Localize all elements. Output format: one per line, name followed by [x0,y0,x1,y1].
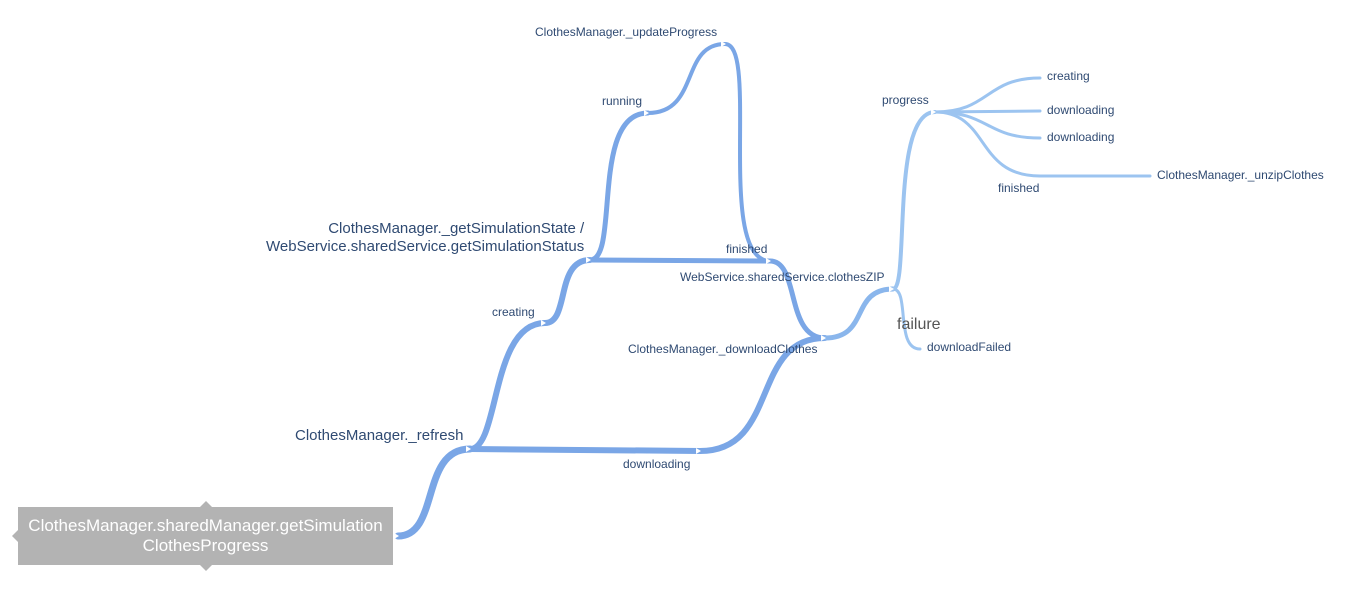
node-label-download-failed[interactable]: downloadFailed [927,340,1012,354]
node-label-clothes-zip[interactable]: WebService.sharedService.clothesZIP [680,270,885,284]
junction-marker [766,258,771,264]
node-label-refresh[interactable]: ClothesManager._refresh [295,427,464,444]
edge-root-to-refresh [394,445,474,540]
edge-progress-downloading-2 [933,110,1042,140]
junction-marker [931,109,936,115]
node-label-creating[interactable]: creating [1047,69,1090,83]
node-label-unzip-clothes[interactable]: ClothesManager._unzipClothes [1157,168,1324,182]
node-label-downloading-1[interactable]: downloading [1047,103,1115,117]
expand-down-icon [200,565,212,577]
edge-zip-failure [891,287,922,351]
node-label-get-simulation-state[interactable]: ClothesManager._getSimulationState / Web… [266,220,584,256]
edge-label-downloading: downloading [623,457,691,471]
edge-get-state-running [587,110,651,263]
edge-download-clothes-zip [822,286,896,341]
junction-marker [541,320,546,326]
edge-running-update-progress [646,42,727,115]
junction-marker [394,533,399,539]
node-label-update-progress[interactable]: ClothesManager._updateProgress [535,25,718,39]
root-label-line2: ClothesProgress [142,536,269,555]
edge-zip-progress [891,110,937,291]
junction-marker [466,446,471,452]
edge-label-finished: finished [726,242,768,256]
get-state-line1: ClothesManager._getSimulationState / [328,220,585,237]
node-label-downloading-2[interactable]: downloading [1047,130,1115,144]
expand-left-icon [6,530,18,542]
junction-marker [721,41,726,47]
get-state-line2: WebService.sharedService.getSimulationSt… [266,238,585,255]
edge-label-running: running [602,94,643,108]
junction-marker [644,110,649,116]
root-node[interactable]: ClothesManager.sharedManager.getSimulati… [12,501,393,571]
edge-label-progress: progress [882,93,929,107]
edge-downloading-download-clothes [697,335,828,454]
edge-label-creating: creating [492,305,535,319]
edge-progress-creating [933,76,1042,114]
junction-marker [889,286,894,292]
junction-markers [394,41,936,539]
edge-refresh-creating [467,320,548,452]
edge-update-progress-finished [723,42,772,263]
junction-marker [821,335,826,341]
junction-marker [696,448,701,454]
expand-up-icon [200,495,212,507]
root-label-line1: ClothesManager.sharedManager.getSimulati… [28,516,383,535]
edge-refresh-downloading [467,446,703,454]
edge-get-state-finished [587,257,773,264]
edge-finished-download-clothes [767,258,828,341]
edge-creating-get-state [542,257,593,326]
edge-label-finished-2: finished [998,181,1040,195]
node-label-download-clothes[interactable]: ClothesManager._downloadClothes [628,342,818,356]
edge-label-failure: failure [897,316,941,333]
junction-marker [586,257,591,263]
edge-progress-finished [933,110,1042,178]
